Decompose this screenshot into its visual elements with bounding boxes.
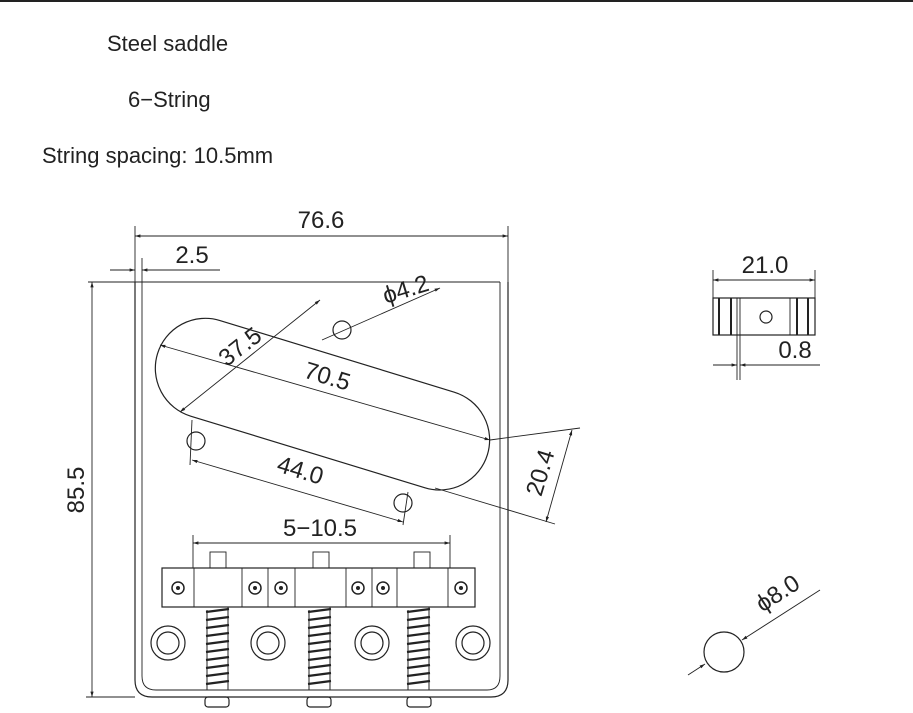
springs	[205, 605, 432, 692]
strings-label: 6−String	[128, 87, 211, 112]
top-border	[0, 0, 913, 2]
hole-diameter-dimension: ϕ4.2	[379, 270, 432, 310]
saddle-row	[161, 551, 476, 608]
saddle-side-view	[712, 270, 816, 380]
spacing-label: String spacing: 10.5mm	[42, 143, 274, 168]
mount-hole	[332, 320, 352, 340]
slot-length-dimension: 70.5	[301, 357, 354, 396]
mount-hole	[393, 493, 413, 513]
saddle-spacing-dimension: 5−10.5	[283, 515, 357, 542]
screw-ends	[204, 696, 432, 708]
title-label: Steel saddle	[107, 31, 229, 56]
slot-width-dimension: 37.5	[214, 322, 267, 372]
mount-circle	[703, 631, 745, 673]
saddle-length-dimension: 21.0	[742, 252, 789, 279]
width-dimension: 76.6	[298, 207, 345, 234]
edge-dimension: 2.5	[175, 242, 208, 269]
mount-diameter-dimension: ϕ8.0	[751, 570, 805, 618]
hole-spacing-dimension: 44.0	[274, 451, 327, 490]
height-dimension: 85.5	[63, 467, 90, 514]
screw-holes	[150, 625, 491, 661]
mount-hole	[186, 431, 206, 451]
saddle-gap-dimension: 0.8	[778, 337, 811, 364]
